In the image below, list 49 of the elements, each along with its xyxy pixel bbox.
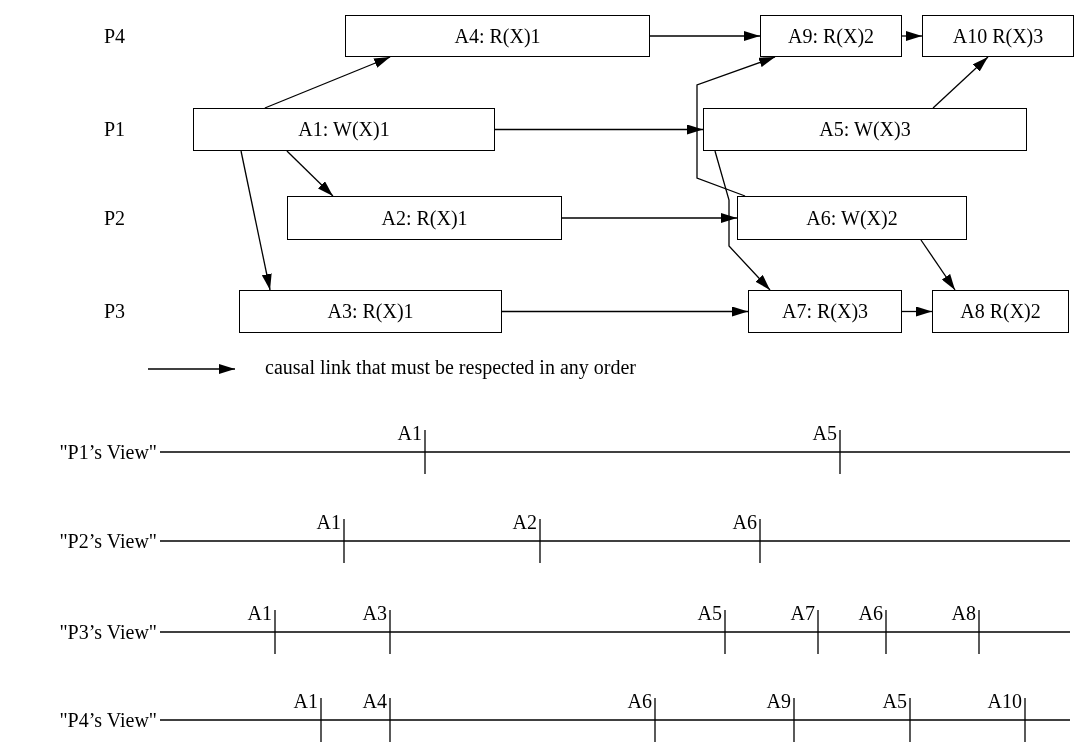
arrow	[932, 56, 989, 109]
event-label: A5	[697, 602, 722, 624]
action-box: A1: W(X)1	[193, 108, 495, 151]
event-label: A2	[512, 511, 537, 533]
action-box: A9: R(X)2	[760, 15, 902, 57]
arrow	[264, 56, 391, 109]
event-label: A9	[766, 690, 791, 712]
view-label: "P1’s View"	[59, 441, 157, 463]
event-label: A5	[812, 422, 837, 444]
event-label: A1	[397, 422, 422, 444]
event-label: A1	[293, 690, 318, 712]
view-label: "P2’s View"	[59, 530, 157, 552]
action-box: A3: R(X)1	[239, 290, 502, 333]
arrow	[286, 150, 334, 197]
action-box: A7: R(X)3	[748, 290, 902, 333]
arrow	[240, 150, 272, 291]
action-box: A4: R(X)1	[345, 15, 650, 57]
arrow	[696, 56, 776, 197]
event-label: A4	[362, 690, 387, 712]
action-box: A5: W(X)3	[703, 108, 1027, 151]
event-label: A7	[790, 602, 815, 624]
arrow	[649, 31, 761, 41]
event-label: A10	[987, 690, 1022, 712]
event-label: A3	[362, 602, 387, 624]
arrow	[561, 213, 738, 223]
process-label: P2	[104, 207, 126, 229]
view-label: "P3’s View"	[59, 621, 157, 643]
arrow	[920, 239, 956, 291]
process-label: P1	[104, 118, 126, 140]
arrow	[901, 31, 923, 41]
action-box: A8 R(X)2	[932, 290, 1069, 333]
action-box: A10 R(X)3	[922, 15, 1074, 57]
arrow	[494, 124, 704, 135]
action-box: A6: W(X)2	[737, 196, 967, 240]
event-label: A8	[951, 602, 976, 624]
view-label: "P4’s View"	[59, 709, 157, 731]
process-label: P3	[104, 300, 126, 322]
event-label: A6	[627, 690, 652, 712]
arrow	[714, 150, 771, 291]
event-label: A1	[316, 511, 341, 533]
event-label: A5	[882, 690, 907, 712]
process-label: P4	[104, 25, 126, 47]
event-label: A1	[247, 602, 272, 624]
event-label: A6	[732, 511, 757, 533]
legend-text: causal link that must be respected in any order	[265, 356, 636, 378]
arrow	[901, 306, 933, 317]
event-label: A6	[858, 602, 883, 624]
arrow	[501, 306, 749, 317]
action-box: A2: R(X)1	[287, 196, 562, 240]
